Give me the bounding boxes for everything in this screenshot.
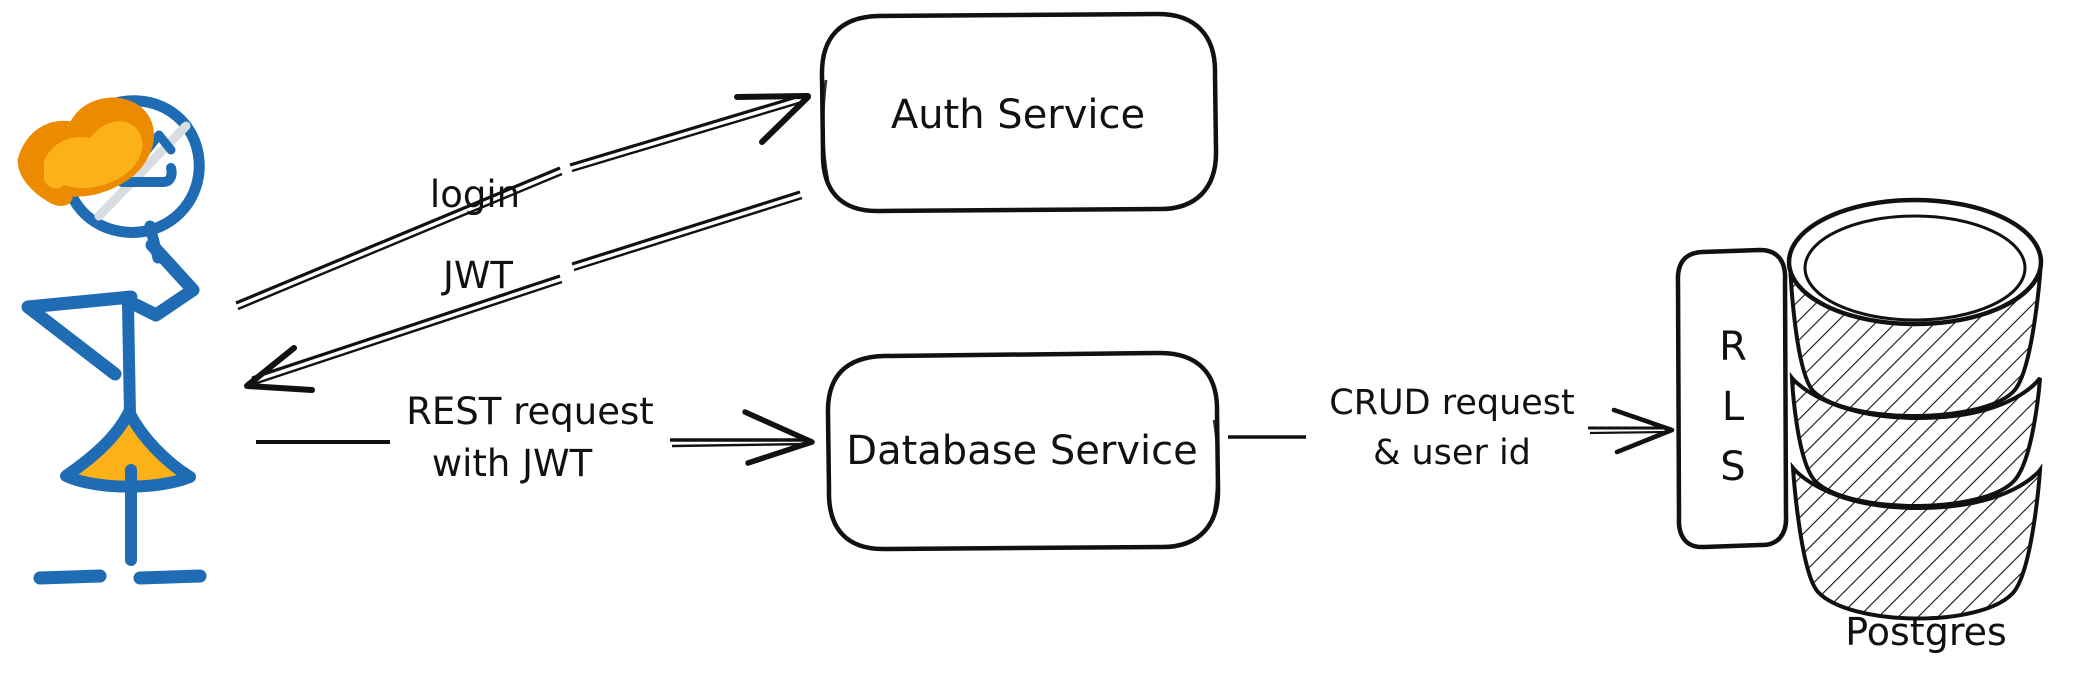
auth-service-box-sketch (821, 79, 830, 181)
rest-arrowhead-icon (742, 409, 815, 466)
right-arm (129, 238, 200, 322)
rest-arrow-line-right-2 (671, 442, 807, 448)
user-stick-figure (17, 95, 207, 585)
jwt-arrow-line-2 (573, 196, 803, 272)
login-arrowhead-icon (734, 93, 811, 145)
rest-edge-label-line1: REST request (406, 390, 654, 433)
jwt-arrowhead-icon (244, 345, 315, 393)
login-arrow-line-3 (569, 94, 801, 167)
login-arrow-line (235, 166, 561, 305)
jwt-edge-label: JWT (441, 254, 513, 297)
jwt-edge (244, 190, 803, 393)
crud-edge-label-line2: & user id (1373, 433, 1531, 473)
torso (122, 299, 136, 421)
database-service-box-sketch (1211, 419, 1219, 519)
postgres-label: Postgres (1845, 610, 2007, 654)
crud-edge-label-line1: CRUD request (1329, 383, 1575, 423)
database-service-label: Database Service (846, 428, 1197, 474)
login-edge (235, 93, 811, 311)
rls-label-r: R (1719, 324, 1747, 370)
database-service-node[interactable] (825, 350, 1221, 552)
login-arrow-line-2 (237, 172, 563, 311)
rest-edge (256, 409, 815, 466)
database-service-box[interactable] (825, 350, 1221, 552)
postgres-node[interactable] (1786, 197, 2044, 621)
hair-bow-fill (44, 121, 143, 189)
auth-service-label: Auth Service (891, 92, 1145, 138)
db-top-ellipse-inner (1803, 214, 2027, 322)
left-arm (21, 290, 138, 381)
rls-node[interactable] (1675, 247, 1789, 550)
left-foot (33, 569, 107, 585)
jwt-arrow-line-3 (251, 274, 561, 380)
jwt-arrow-line-4 (253, 280, 563, 386)
rest-edge-label-line2: with JWT (432, 442, 593, 485)
crud-edge (1228, 407, 1675, 455)
rls-label-l: L (1722, 384, 1745, 430)
crud-arrowhead-icon (1611, 407, 1675, 455)
skirt-fill (78, 412, 185, 483)
login-edge-label: login (430, 173, 520, 216)
login-arrow-line-4 (571, 100, 803, 173)
auth-service-node[interactable] (819, 11, 1219, 214)
crud-arrow-line-right-2 (1589, 430, 1667, 435)
auth-service-box[interactable] (819, 11, 1219, 214)
jwt-arrow-line (571, 190, 801, 266)
rls-box[interactable] (1675, 247, 1789, 550)
smile-icon (117, 163, 177, 187)
rls-label-s: S (1720, 444, 1745, 490)
right-foot (133, 569, 207, 585)
face-highlight (94, 121, 191, 221)
